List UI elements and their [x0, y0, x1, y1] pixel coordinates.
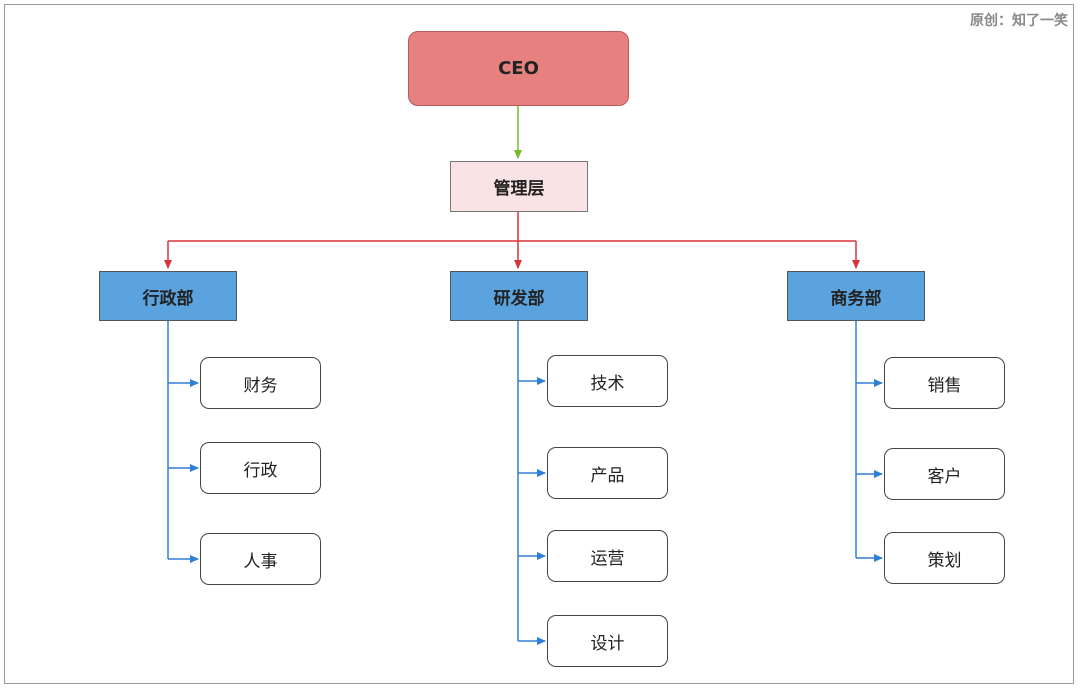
node-team: 行政: [200, 442, 321, 494]
node-department: 行政部: [99, 271, 237, 321]
node-team: 销售: [884, 357, 1005, 409]
node-management: 管理层: [450, 161, 588, 212]
watermark: 原创：知了一笑: [970, 13, 1068, 29]
node-team: 人事: [200, 533, 321, 585]
node-team: 财务: [200, 357, 321, 409]
node-team: 客户: [884, 448, 1005, 500]
node-team: 策划: [884, 532, 1005, 584]
node-team: 运营: [547, 530, 668, 582]
node-team: 技术: [547, 355, 668, 407]
node-team: 设计: [547, 615, 668, 667]
node-ceo: CEO: [408, 31, 629, 106]
node-team: 产品: [547, 447, 668, 499]
node-department: 研发部: [450, 271, 588, 321]
node-department: 商务部: [787, 271, 925, 321]
